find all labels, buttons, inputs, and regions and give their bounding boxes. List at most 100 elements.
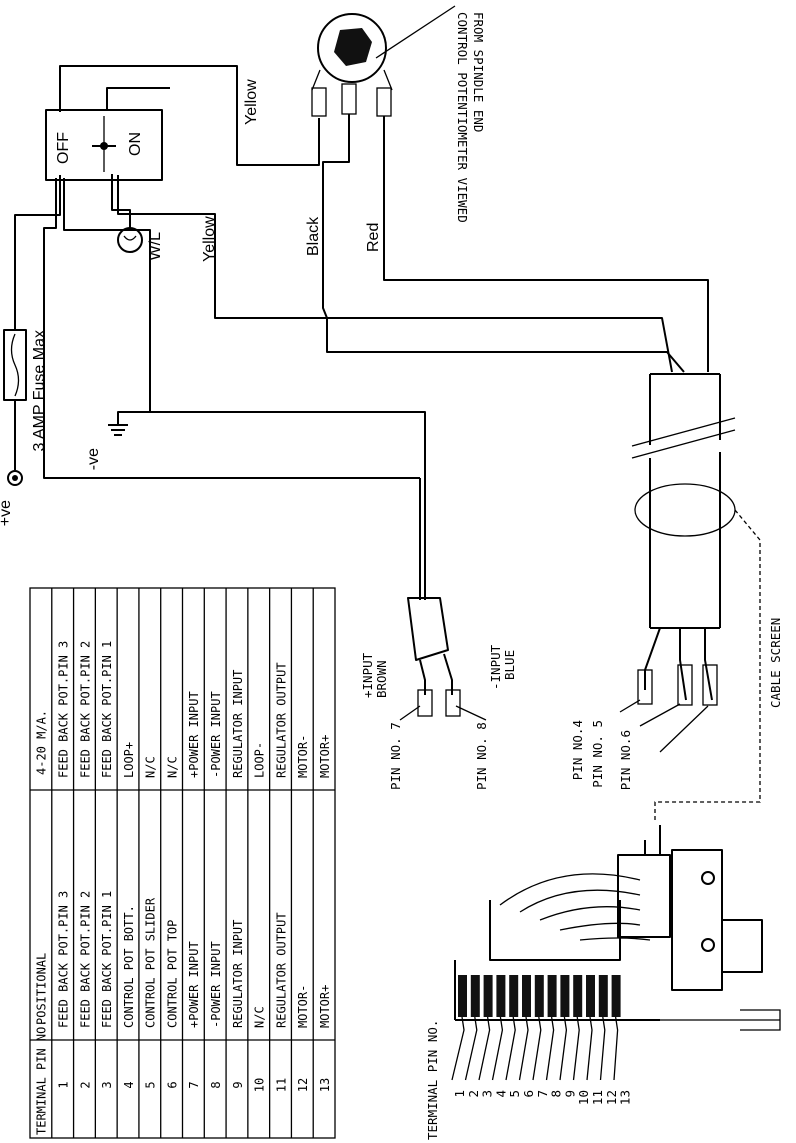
table-cell-4-20ma: FEED BACK POT.PIN 2 (78, 641, 92, 778)
table-cell-positional: FEED BACK POT.PIN 2 (78, 891, 92, 1028)
terminal-number-13: 13 (618, 1090, 633, 1105)
pin7-connector (417, 689, 433, 717)
table-cell-4-20ma: +POWER INPUT (187, 691, 201, 778)
pos-supply-label: +ve (0, 500, 14, 526)
potentiometer-lugs (311, 69, 393, 91)
warning-lamp (117, 227, 143, 253)
pot-note-line-2: FROM SPINDLE END (471, 12, 486, 132)
terminal-number-6: 6 (521, 1090, 536, 1098)
potentiometer-spindle (334, 28, 372, 66)
positive-terminal-icon (7, 470, 23, 486)
table-cell-4-20ma: MOTOR+ (318, 735, 332, 778)
table-cell-positional: MOTOR- (296, 985, 310, 1028)
table-cell-pin: 3 (100, 1081, 114, 1088)
neg-supply-label: -ve (85, 448, 102, 470)
terminal-3 (483, 975, 493, 1017)
terminal-number-7: 7 (535, 1090, 550, 1098)
terminal-strip (458, 975, 621, 1017)
pos-input-label-1: +INPUT (360, 652, 375, 698)
terminal-leaders (451, 1016, 619, 1081)
terminal-number-1: 1 (452, 1090, 467, 1098)
wire-input-feed-2 (150, 411, 426, 600)
terminal-number-11: 11 (590, 1090, 605, 1105)
wire-switch-top (106, 87, 170, 110)
terminal-2 (470, 975, 480, 1017)
screw-top-icon (701, 871, 715, 885)
screen-terminal (644, 825, 661, 855)
table-cell-pin: 12 (296, 1078, 310, 1092)
actuator-assembly (454, 825, 781, 1031)
table-cell-4-20ma: REGULATOR INPUT (231, 670, 245, 778)
pot-terminal-2 (341, 83, 357, 115)
terminal-6 (522, 975, 531, 1017)
wire-lamp (111, 174, 131, 228)
pot-note-leader (375, 5, 456, 59)
table-header-2: 4-20 M/A. (34, 710, 48, 775)
terminal-5 (509, 975, 519, 1017)
yellow-mid-label: Yellow (201, 216, 218, 262)
cable-lower (649, 452, 721, 629)
terminal-leader-4 (491, 1016, 504, 1081)
terminal-leader-2 (464, 1016, 478, 1081)
terminal-10 (573, 975, 583, 1017)
table-cell-pin: 5 (144, 1081, 158, 1088)
terminal-leader-3 (478, 1016, 491, 1081)
terminal-leader-1 (451, 1016, 465, 1081)
relay-block (617, 854, 671, 938)
terminal-number-3: 3 (480, 1090, 495, 1098)
terminal-leader-6 (518, 1016, 529, 1081)
table-cell-pin: 8 (209, 1081, 223, 1088)
terminal-number-9: 9 (562, 1090, 577, 1098)
fuse-body (3, 329, 27, 401)
switch-off-label: OFF (55, 132, 72, 164)
input-pin-leaders (399, 705, 487, 721)
red-label: Red (365, 223, 382, 252)
terminal-number-2: 2 (466, 1090, 481, 1098)
table-cell-4-20ma: N/C (165, 756, 179, 778)
table-cell-pin: 7 (187, 1081, 201, 1088)
table-cell-positional: FEED BACK POT.PIN 3 (56, 891, 70, 1028)
neg-input-label-2: BLUE (502, 650, 517, 680)
terminal-leader-10 (572, 1016, 580, 1081)
table-header-0: TERMINAL PIN NO. (34, 1019, 48, 1135)
terminal-11 (586, 975, 595, 1017)
neg-input-label-1: -INPUT (488, 644, 503, 690)
potentiometer-body (317, 13, 387, 83)
pin8-connector (445, 689, 461, 717)
pin4-connector (637, 669, 653, 705)
pin-leaders (619, 699, 709, 753)
table-cell-pin: 2 (78, 1081, 92, 1088)
terminal-leader-7 (532, 1016, 542, 1081)
terminal-leader-13 (613, 1016, 619, 1081)
input-sheath (407, 597, 449, 661)
terminal-13 (611, 975, 621, 1017)
cable-screen-wire (654, 509, 761, 820)
cable-screen-label: CABLE SCREEN (768, 618, 783, 708)
lamp-bulb (117, 227, 143, 253)
wire-yellow-mid (117, 175, 673, 373)
black-label: Black (305, 216, 322, 256)
terminal-leader-5 (505, 1016, 516, 1081)
terminal-number-4: 4 (493, 1090, 508, 1098)
table-cell-4-20ma: N/C (144, 756, 158, 778)
pcb-outline (489, 900, 621, 961)
screw-bottom-icon (701, 938, 715, 952)
pin8-label: PIN NO. 8 (474, 722, 489, 790)
wires (14, 65, 709, 600)
table-cell-positional: MOTOR+ (318, 985, 332, 1028)
table-cell-pin: 10 (253, 1078, 267, 1092)
wire-yellow-top (59, 65, 320, 166)
main-cable (619, 373, 761, 820)
terminal-9 (560, 975, 570, 1017)
table-cell-4-20ma: FEED BACK POT.PIN 1 (100, 641, 114, 778)
wl-label: W/L (147, 232, 164, 261)
pot-note-line-1: CONTROL POTENTIOMETER VIEWED (455, 12, 470, 223)
input-cores (419, 653, 453, 695)
table-cell-4-20ma: LOOP+ (122, 742, 136, 778)
wire-input-feed (43, 178, 420, 479)
terminal-number-5: 5 (507, 1090, 522, 1098)
table-cell-positional: -POWER INPUT (209, 941, 223, 1028)
fuse-element (10, 333, 20, 397)
terminal-4 (496, 975, 506, 1017)
